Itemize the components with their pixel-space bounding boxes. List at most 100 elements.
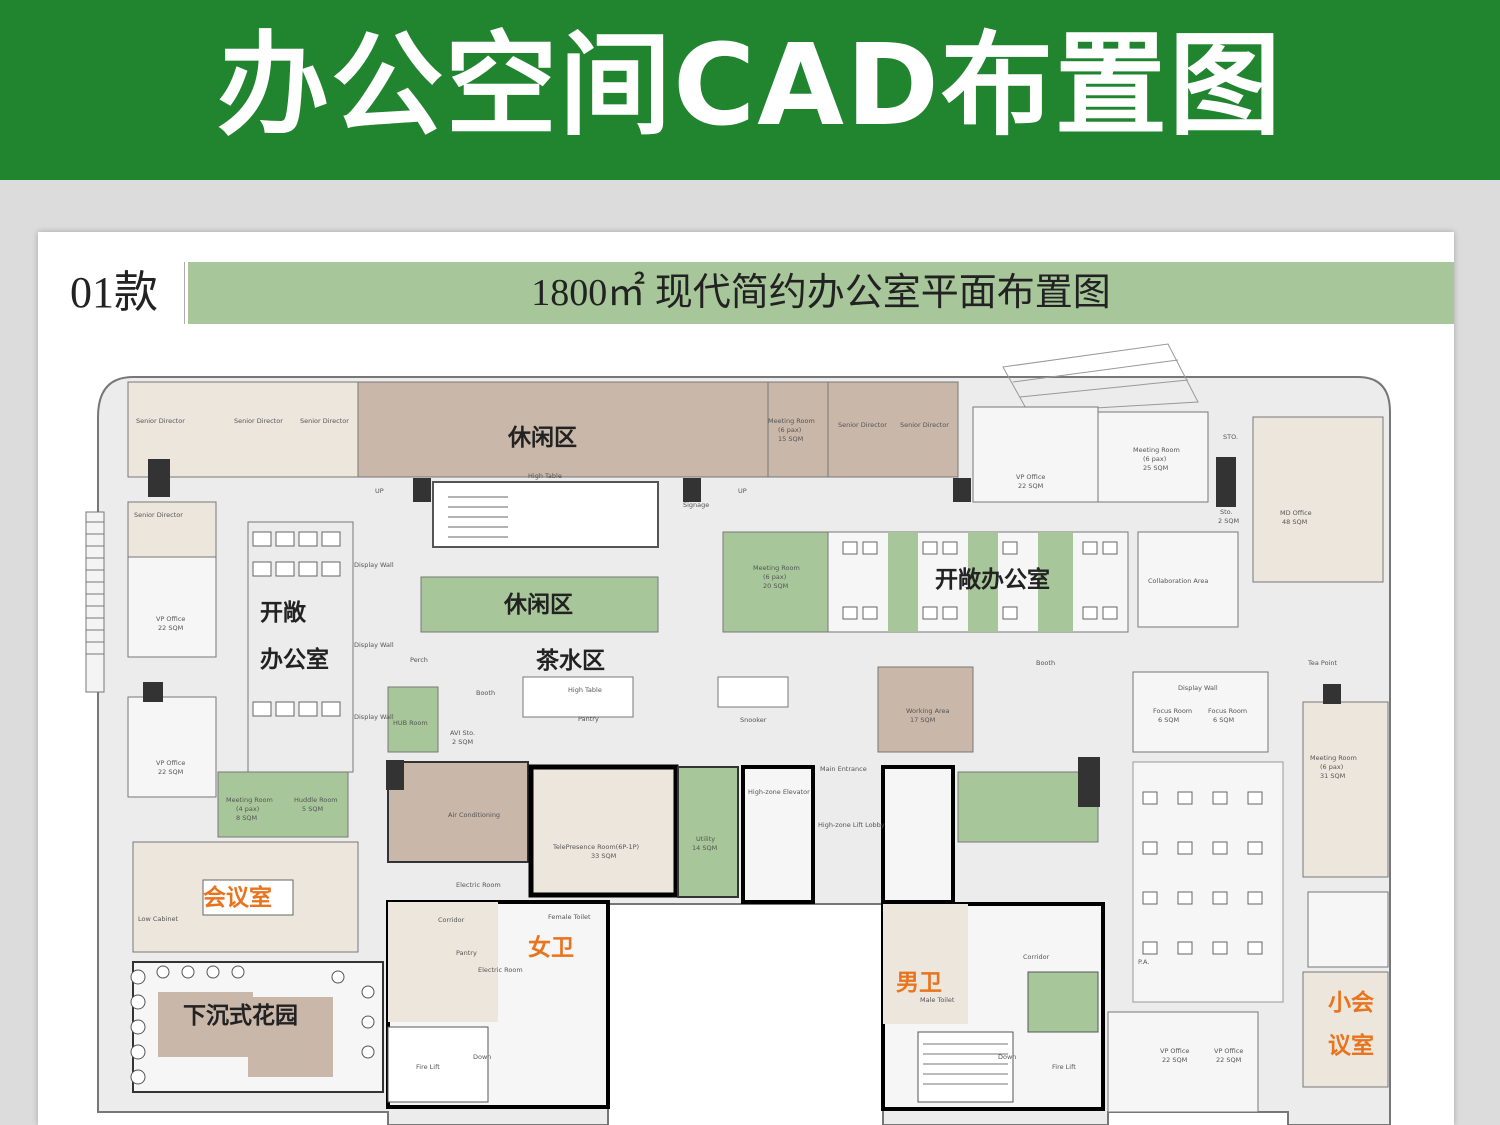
md-office [1252, 416, 1384, 583]
room-label-high-zone-elevator: High-zone Elevator [748, 788, 810, 796]
zone-label-meeting-room: 会议室 [203, 885, 272, 911]
fire-lift-left [387, 1026, 489, 1103]
room-label-senior-director-4: Senior Director [134, 511, 183, 519]
huddle-meeting-rooms [217, 771, 349, 838]
room-label-meeting-room-tr-area: 25 SQM [1143, 464, 1169, 472]
room-label-collaboration: Collaboration Area [1148, 577, 1209, 585]
room-label-display-wall-3: Display Wall [354, 713, 394, 721]
room-label-meeting-room-8-area: 20 SQM [763, 582, 789, 590]
stair-treads-right [923, 1043, 1008, 1085]
room-label-senior-director-5: Senior Director [838, 421, 887, 429]
zone-label-tea-area: 茶水区 [536, 648, 605, 674]
column [148, 459, 170, 497]
room-label-huddle-room-area: 5 SQM [302, 805, 324, 813]
room-label-hub-room: HUB Room [393, 719, 428, 727]
banner-title: 办公空间CAD布置图 [217, 21, 1283, 151]
garden-plants [130, 965, 375, 1085]
room-label-senior-director-2: Senior Director [234, 417, 283, 425]
room-label-down-1: Down [473, 1053, 492, 1061]
room-label-working-area-area: 17 SQM [910, 716, 936, 724]
room-label-booth2: Booth [1036, 659, 1056, 667]
air-conditioning-room [387, 761, 529, 863]
room-label-avi-sto-area: 2 SQM [452, 738, 474, 746]
room-label-booth: Booth [476, 689, 496, 697]
collaboration-area [1137, 531, 1239, 628]
zone-label-small-meeting-2: 议室 [1328, 1033, 1374, 1059]
feature-stair [432, 481, 659, 548]
snooker-table [717, 676, 789, 708]
variant-label: 01款 [44, 262, 185, 324]
room-label-high-table-mid: High Table [568, 686, 602, 694]
room-label-pantry-2: Pantry [456, 949, 477, 957]
room-label-sto2: Sto. [1220, 508, 1233, 516]
utility-room [677, 766, 739, 898]
open-office-south [1132, 761, 1284, 1003]
corridor-left [388, 902, 498, 1022]
column [1323, 684, 1341, 704]
room-label-display-wall-4: Display Wall [1178, 684, 1218, 692]
focus-rooms [1132, 671, 1269, 753]
room-label-vp-office-4-area: 22 SQM [1162, 1056, 1188, 1064]
meeting-room-small-right [1307, 891, 1389, 968]
open-office-green-strips [888, 532, 1073, 632]
room-label-huddle-room: Huddle Room [294, 796, 338, 804]
elevators-right [881, 765, 955, 904]
leisure-zone-top [357, 381, 769, 478]
garden-deck-1 [158, 992, 253, 1057]
room-label-main-entrance: Main Entrance [820, 765, 867, 773]
room-label-sto2-area: 2 SQM [1218, 517, 1240, 525]
room-label-signage: Signage [683, 501, 710, 509]
room-label-meeting-room-top: Meeting Room [768, 417, 815, 425]
meeting-table-left [202, 879, 294, 916]
title-banner: 办公空间CAD布置图 [0, 0, 1500, 180]
room-label-down-2: Down [998, 1053, 1017, 1061]
room-label-perch: Perch [410, 656, 428, 664]
vp-office-left-1 [127, 556, 217, 658]
zone-label-open-office-left-2: 办公室 [260, 647, 329, 673]
zone-label-male-wc: 男卫 [896, 970, 942, 996]
column [143, 682, 163, 702]
zone-label-leisure-top: 休闲区 [508, 425, 577, 451]
room-label-working-area: Working Area [906, 707, 950, 715]
room-label-meeting-room-8: Meeting Room [753, 564, 800, 572]
room-label-focus-room-2: Focus Room [1208, 707, 1248, 715]
senior-director-left [127, 501, 217, 558]
tea-room-right [1027, 971, 1099, 1033]
room-label-pantry: Pantry [578, 715, 599, 723]
room-label-electric-room-2: Electric Room [478, 966, 523, 974]
room-label-female-toilet: Female Toilet [548, 913, 591, 921]
room-label-senior-director-3: Senior Director [300, 417, 349, 425]
floor-plan-drawing [85, 343, 1391, 1125]
room-label-senior-director-1: Senior Director [136, 417, 185, 425]
room-label-pa: P.A. [1138, 958, 1150, 966]
hub-room [387, 686, 439, 753]
planter-area [957, 771, 1099, 843]
zone-label-open-office-right: 开敞办公室 [935, 567, 1050, 593]
room-label-electric-room: Electric Room [456, 881, 501, 889]
room-label-utility-area: 14 SQM [692, 844, 718, 852]
column [683, 478, 701, 502]
meeting-room-8pax [722, 531, 829, 633]
room-label-md-office-area: 48 SQM [1282, 518, 1308, 526]
room-label-senior-director-6: Senior Director [900, 421, 949, 429]
room-label-display-wall-2: Display Wall [354, 641, 394, 649]
plan-title-bar: 1800㎡ 现代简约办公室平面布置图 [188, 262, 1454, 324]
column [413, 478, 431, 502]
drawing-sheet: 01款 1800㎡ 现代简约办公室平面布置图 [38, 232, 1454, 1125]
stair-treads [448, 496, 508, 538]
room-label-md-office: MD Office [1280, 509, 1312, 517]
room-label-tea-point: Tea Point [1308, 659, 1338, 667]
pantry-high-table [522, 676, 634, 718]
room-label-air-conditioning: Air Conditioning [448, 811, 501, 819]
room-label-meeting-room-small-pax: (4 pax) [236, 805, 260, 813]
room-label-focus-room-1: Focus Room [1153, 707, 1193, 715]
meeting-room-right [1302, 701, 1389, 878]
room-label-high-table-top: High Table [528, 472, 562, 480]
zone-label-female-wc: 女卫 [528, 935, 574, 961]
room-label-meeting-room-right-pax: (6 pax) [1320, 763, 1344, 771]
elevators-left [741, 765, 815, 904]
room-label-vp-office-3: VP Office [1016, 473, 1046, 481]
room-label-up-2: UP [738, 487, 747, 495]
room-label-vp-office-2-area: 22 SQM [158, 768, 184, 776]
room-label-corridor-1: Corridor [438, 916, 465, 924]
